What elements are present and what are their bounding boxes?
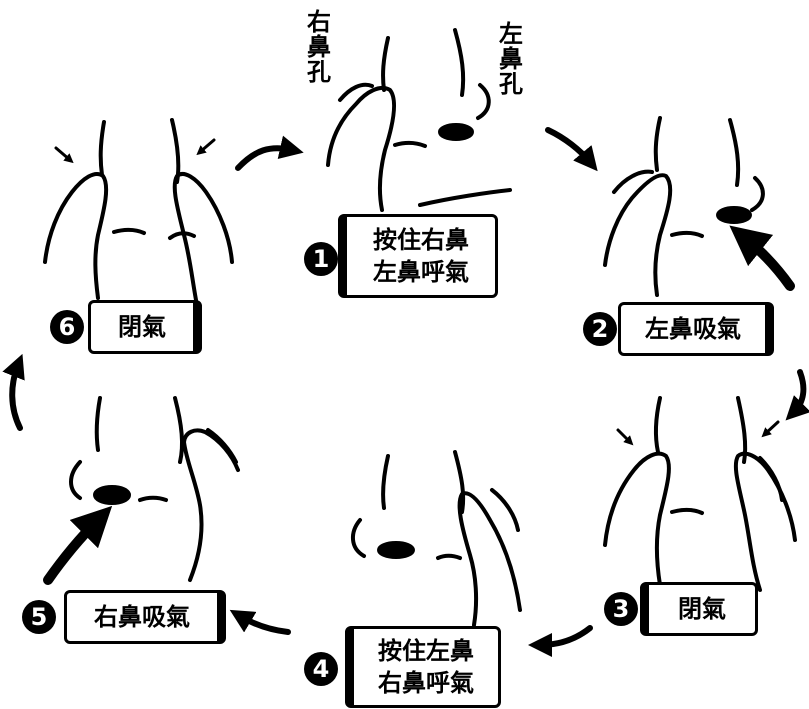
step-3-label: 閉氣 [640,582,758,636]
step-4-badge: 4 [304,652,338,686]
step4-face-drawing [351,450,522,627]
step-2-line-1: 左鼻吸氣 [645,314,741,343]
step2-face-drawing [603,116,795,297]
step-3-badge: 3 [604,592,638,626]
step-1-line-1: 按住右鼻 [373,225,469,254]
step-5-line-1: 右鼻吸氣 [94,602,190,631]
step-4-line-2: 右鼻呼氣 [378,669,474,697]
cycle-arrows [2,127,809,657]
step-1-line-2: 左鼻呼氣 [373,258,469,286]
step-2-badge: 2 [583,312,617,346]
step-5-badge: 5 [22,600,56,634]
step-2-label: 左鼻吸氣 [618,302,774,356]
step-6-label: 閉氣 [88,300,202,354]
step1-face-drawing [326,28,512,212]
step-6-line-1: 閉氣 [118,312,166,341]
step-1-badge: 1 [304,242,338,276]
step-5-label: 右鼻吸氣 [64,590,226,644]
step6-face-drawing [43,118,234,302]
step-1-label: 按住右鼻 左鼻呼氣 [338,214,498,298]
step5-face-drawing [43,396,240,585]
left-nostril-label: 左鼻孔 [499,20,523,99]
step-4-label: 按住左鼻 右鼻呼氣 [345,626,501,708]
step3-face-drawing [603,396,797,592]
step-4-line-1: 按住左鼻 [378,636,474,665]
right-nostril-label: 右鼻孔 [307,8,331,87]
step-3-line-1: 閉氣 [678,594,726,623]
step-6-badge: 6 [50,310,84,344]
